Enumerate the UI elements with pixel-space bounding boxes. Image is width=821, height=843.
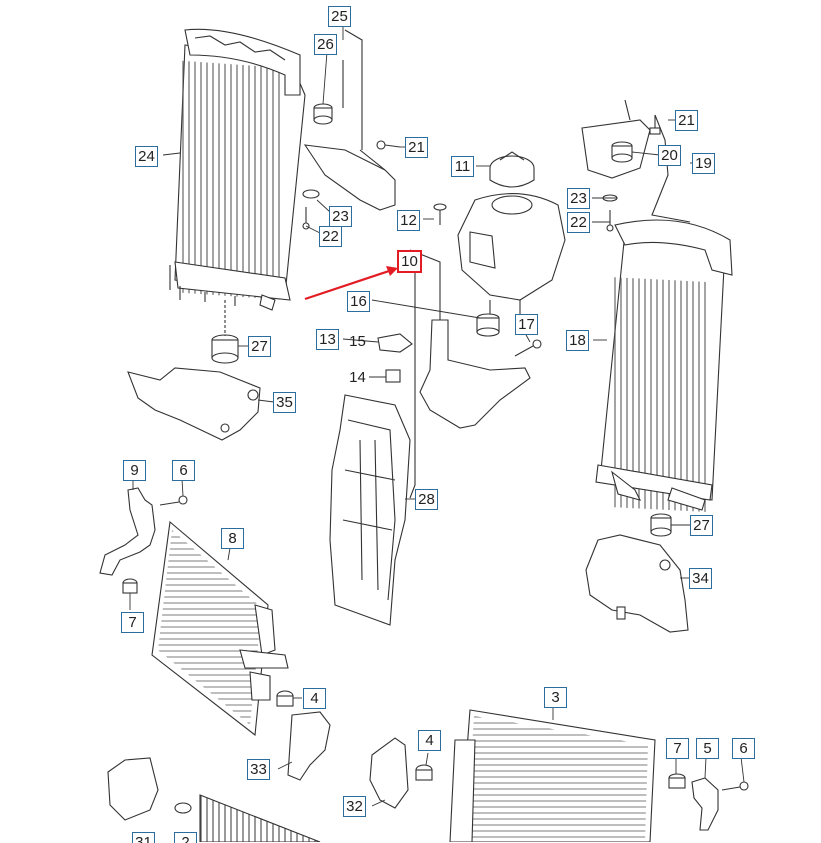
radiator-8 bbox=[151, 520, 289, 737]
bracket-31 bbox=[107, 757, 159, 821]
callout-22-right: 22 bbox=[567, 212, 590, 233]
callout-35: 35 bbox=[273, 392, 296, 413]
callout-23-right: 23 bbox=[567, 188, 590, 209]
callout-23-left: 23 bbox=[329, 206, 352, 227]
callout-15: 15 bbox=[349, 333, 366, 350]
radiator-bottom-left bbox=[199, 794, 321, 842]
callout-28: 28 bbox=[415, 489, 438, 510]
radiator-3 bbox=[449, 709, 656, 842]
callout-4-right: 4 bbox=[418, 730, 441, 751]
callout-22-left: 22 bbox=[319, 226, 342, 247]
callout-6-left: 6 bbox=[172, 460, 195, 481]
callout-21-left: 21 bbox=[405, 137, 428, 158]
callout-25: 25 bbox=[328, 6, 351, 27]
callout-9: 9 bbox=[123, 460, 146, 481]
washer-23-left bbox=[302, 189, 320, 199]
callout-11: 11 bbox=[451, 156, 474, 177]
rubber-mount-20 bbox=[611, 141, 633, 163]
callout-14: 14 bbox=[349, 369, 366, 386]
rubber-mount-16 bbox=[476, 313, 500, 337]
rubber-mount-27-right bbox=[650, 513, 672, 537]
bracket-5 bbox=[691, 777, 719, 831]
expansion-tank bbox=[457, 193, 566, 320]
plug-4-left bbox=[276, 690, 294, 707]
bracket-34 bbox=[585, 534, 689, 633]
plug-7-left bbox=[122, 578, 138, 594]
plug-4-right bbox=[415, 764, 433, 781]
callout-33: 33 bbox=[247, 759, 270, 780]
bracket-13 bbox=[419, 319, 531, 429]
plug-7-right bbox=[668, 773, 686, 789]
screw-12 bbox=[433, 203, 447, 225]
heat-shield-28 bbox=[329, 394, 411, 626]
screw-22-left bbox=[302, 207, 310, 230]
sensor-15 bbox=[377, 333, 413, 353]
callout-5: 5 bbox=[696, 738, 719, 759]
callout-20: 20 bbox=[658, 145, 681, 166]
connector-14 bbox=[385, 369, 401, 383]
callout-19: 19 bbox=[692, 153, 715, 174]
intercooler-left bbox=[169, 28, 306, 311]
bolt-21-right bbox=[649, 115, 661, 135]
rubber-mount-26 bbox=[313, 103, 333, 125]
callout-3: 3 bbox=[544, 687, 567, 708]
callout-26: 26 bbox=[314, 34, 337, 55]
callout-34: 34 bbox=[689, 568, 712, 589]
callout-18: 18 bbox=[566, 330, 589, 351]
callout-12: 12 bbox=[397, 210, 420, 231]
bolt-6-left bbox=[159, 495, 188, 506]
callout-27-right: 27 bbox=[690, 515, 713, 536]
callout-24: 24 bbox=[135, 146, 158, 167]
bolt-6-right bbox=[721, 781, 749, 791]
callout-4-left: 4 bbox=[303, 688, 326, 709]
bolt-21-left bbox=[376, 140, 401, 150]
bolt-17 bbox=[514, 339, 542, 357]
bracket-35 bbox=[127, 367, 261, 441]
callout-21-right: 21 bbox=[675, 110, 698, 131]
bracket-9 bbox=[99, 487, 156, 576]
rubber-mount-27-left bbox=[211, 300, 239, 364]
callout-16: 16 bbox=[347, 291, 370, 312]
bracket-33 bbox=[287, 711, 331, 781]
callout-13: 13 bbox=[316, 329, 339, 350]
bracket-32 bbox=[369, 737, 409, 809]
callout-8: 8 bbox=[221, 528, 244, 549]
bracket-25 bbox=[303, 144, 396, 211]
callout-2: 2 bbox=[174, 832, 197, 843]
callout-32: 32 bbox=[343, 796, 366, 817]
intercooler-right bbox=[595, 219, 733, 513]
leader-lines bbox=[129, 26, 745, 807]
callout-17: 17 bbox=[515, 314, 538, 335]
callout-27-left: 27 bbox=[248, 336, 271, 357]
callout-7-left: 7 bbox=[121, 612, 144, 633]
screw-22-right bbox=[606, 210, 614, 232]
callout-31: 31 bbox=[132, 832, 155, 843]
callout-6-right: 6 bbox=[732, 738, 755, 759]
callout-7-right: 7 bbox=[666, 738, 689, 759]
highlight-arrow bbox=[304, 266, 398, 301]
expansion-cap-11 bbox=[489, 151, 535, 188]
plug-2 bbox=[174, 802, 192, 814]
callout-10-highlighted: 10 bbox=[397, 250, 422, 273]
